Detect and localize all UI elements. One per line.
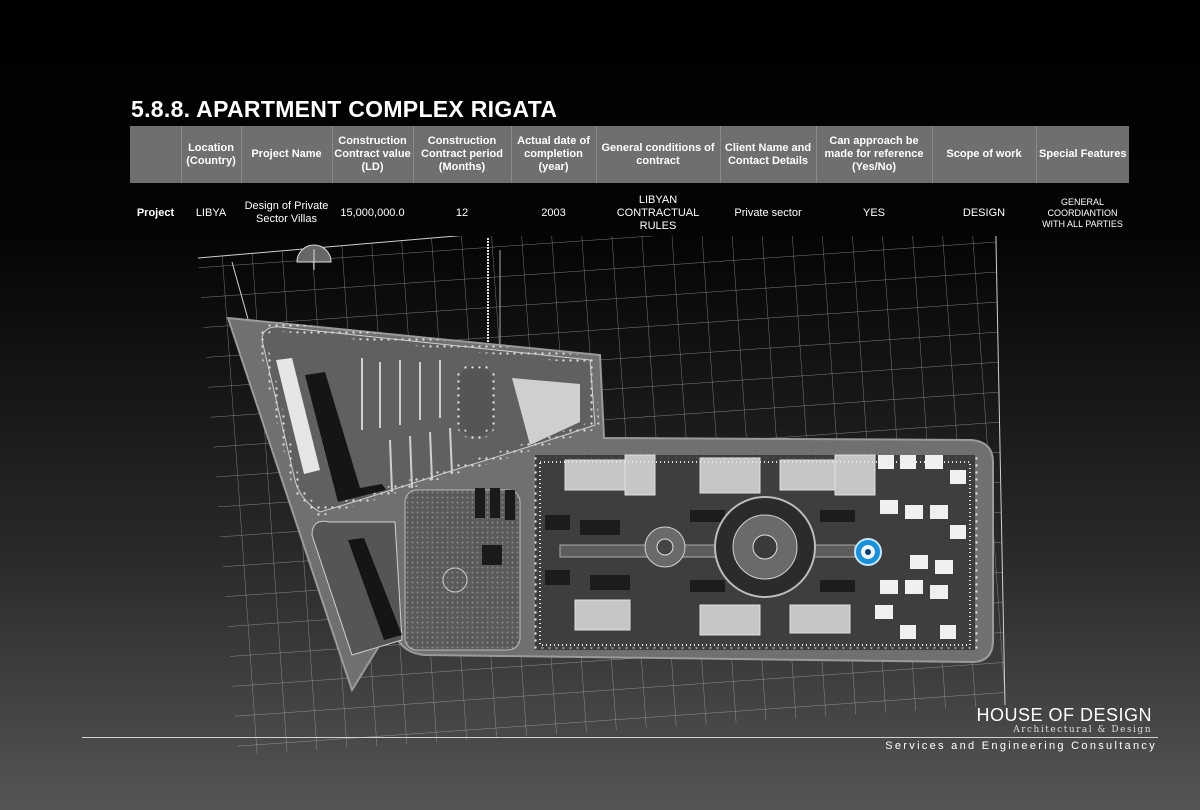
cell-scope: DESIGN [962,206,1006,219]
project-info-table: Location (Country) Project Name Construc… [130,126,1129,239]
table-row: Project LIBYA Design of Private Sector V… [130,187,1129,239]
central-plaza [644,496,816,598]
row-label: Project [136,206,175,219]
cell-project-name: Design of Private Sector Villas [244,200,329,225]
cell-completion-date: 2003 [541,206,566,219]
cell-contract-value: 15,000,000.0 [340,206,405,219]
page-title: 5.8.8. APARTMENT COMPLEX RIGATA [131,96,558,122]
cell-special-features: GENERAL COORDIANTION WITH ALL PARTIES [1042,196,1123,229]
building-block [276,358,320,474]
company-brand: HOUSE OF DESIGN Architectural & Design [976,705,1152,735]
cell-general-conditions: LIBYAN CONTRACTUAL RULES [616,193,700,232]
header-completion-date: Actual date of completion (year) [510,126,596,183]
header-special-features: Special Features [1035,126,1129,183]
company-tagline: Architectural & Design [1013,725,1152,735]
building-block [512,378,580,445]
header-contract-period: Construction Contract period (Months) [412,126,511,183]
fountain [854,538,882,566]
footer-divider [82,737,1158,738]
header-client: Client Name and Contact Details [719,126,816,183]
header-general-conditions: General conditions of contract [595,126,720,183]
building-block [348,538,402,640]
table-header-row: Location (Country) Project Name Construc… [130,126,1129,183]
header-location: Location (Country) [180,126,241,183]
boundary-line [995,236,1006,706]
header-project-name: Project Name [240,126,332,183]
cell-reference: YES [862,206,885,219]
header-reference: Can approach be made for reference (Yes/… [815,126,932,183]
header-blank [130,126,181,183]
boundary-line [197,236,462,259]
site-plan-drawing [197,236,1006,755]
company-name: HOUSE OF DESIGN [976,705,1152,725]
header-scope: Scope of work [931,126,1036,183]
cell-location: LIBYA [195,206,227,219]
cell-client: Private sector [734,206,802,219]
building-block [305,372,386,502]
header-contract-value: Construction Contract value (LD) [331,126,413,183]
services-text: Services and Engineering Consultancy [885,740,1157,752]
cell-contract-period: 12 [455,206,469,219]
